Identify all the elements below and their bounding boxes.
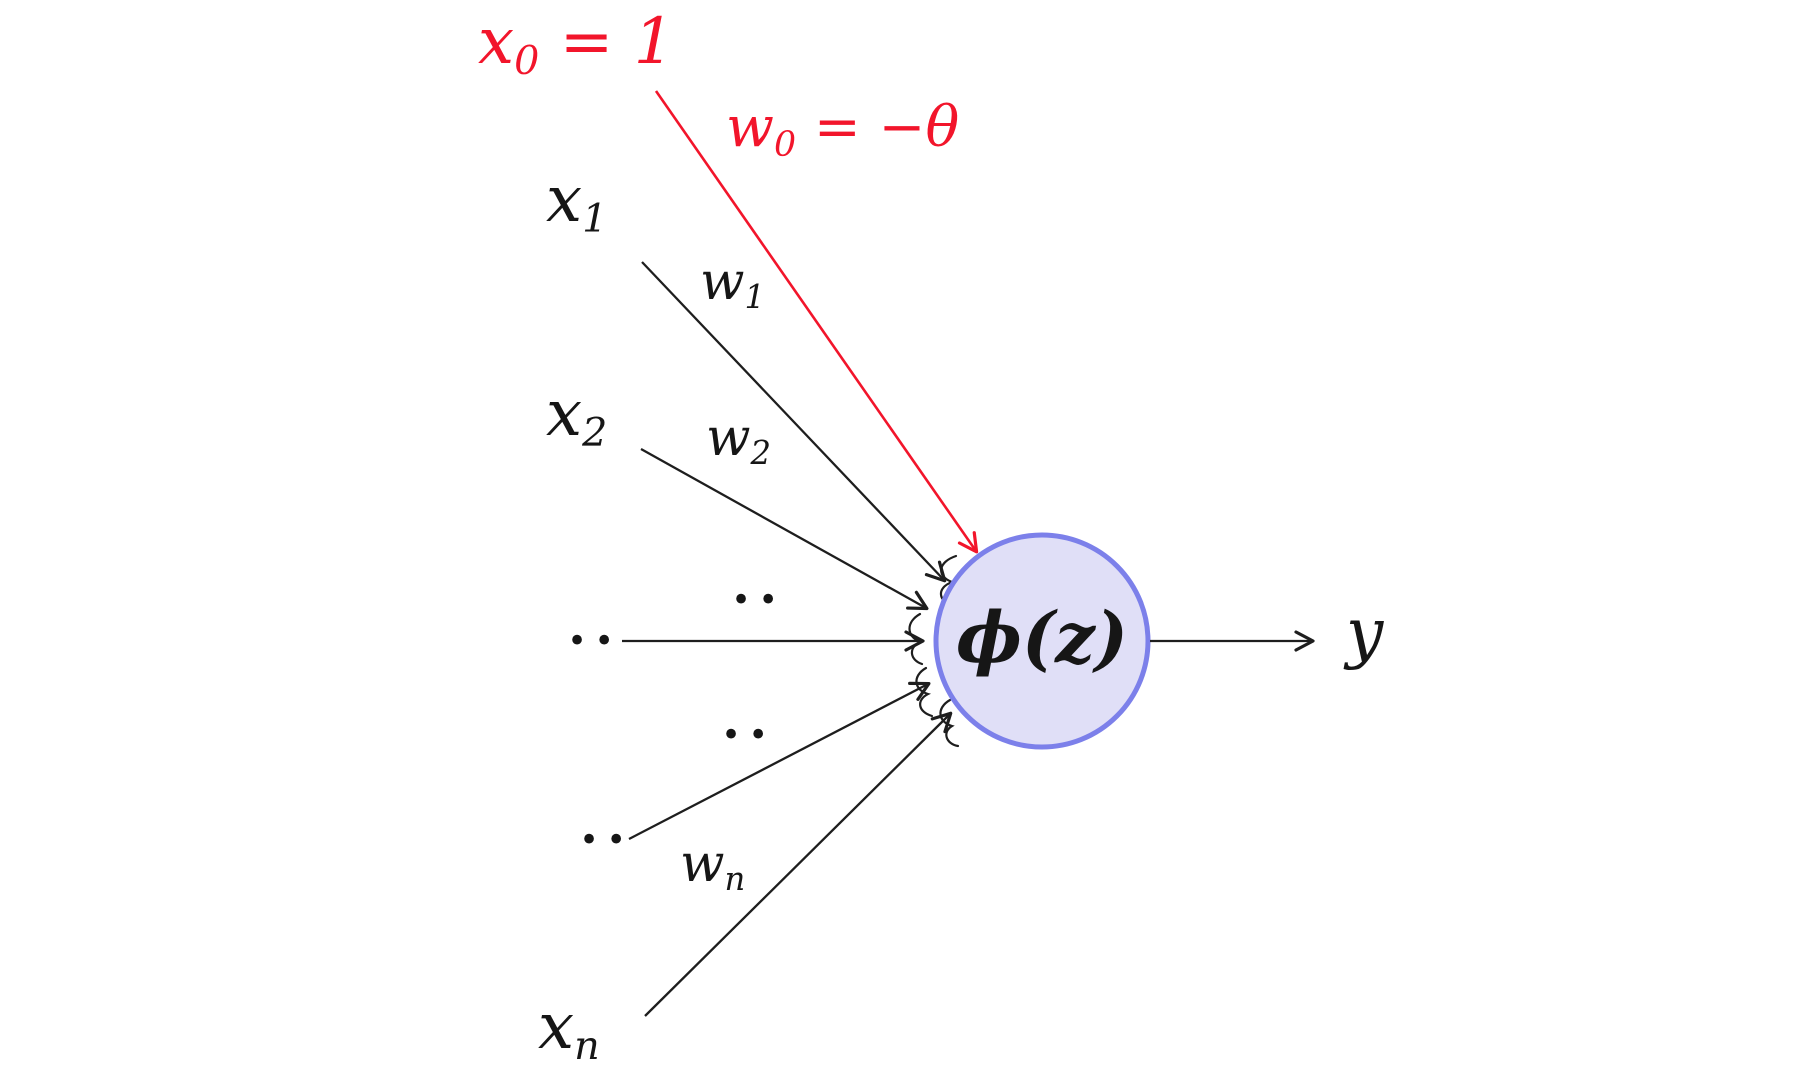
bias-weight-label: w0 = −θ	[726, 100, 959, 163]
input-label-xn: xn	[538, 990, 600, 1070]
input-label-x2: x2	[546, 377, 608, 457]
activation-function-label: ϕ(z)	[956, 596, 1128, 680]
ellipsis-upper-middle: ..	[732, 555, 787, 616]
edge-curl-decoration	[908, 612, 924, 666]
edge-curl-decoration	[915, 666, 934, 718]
edge-curl-decoration	[939, 698, 960, 748]
bias-weight-symbol: w	[726, 95, 774, 160]
bias-weight-subscript: 0	[773, 124, 797, 165]
ellipsis-left: ..	[568, 596, 623, 657]
input-edge-x1	[641, 261, 947, 583]
bias-input-value: = 1	[539, 5, 675, 79]
ellipsis-lower-middle: ..	[722, 690, 777, 751]
bias-input-label: x0 = 1	[478, 10, 674, 81]
bias-weight-value: = −θ	[796, 95, 960, 160]
bias-edge	[654, 90, 979, 554]
output-label: y	[1346, 594, 1384, 671]
neuron-node-circle	[933, 532, 1151, 750]
ellipsis-lower-left: ..	[580, 795, 635, 856]
input-edge-lower	[628, 681, 931, 841]
weight-label-w1: w1	[700, 252, 766, 317]
weight-label-wn: wn	[680, 834, 746, 899]
bias-input-symbol: x	[478, 5, 515, 79]
input-label-x1: x1	[546, 163, 608, 243]
bias-input-subscript: 0	[514, 38, 540, 85]
input-edge-xn	[644, 711, 953, 1017]
weight-label-w2: w2	[706, 408, 772, 473]
input-edge-x2	[640, 447, 929, 611]
